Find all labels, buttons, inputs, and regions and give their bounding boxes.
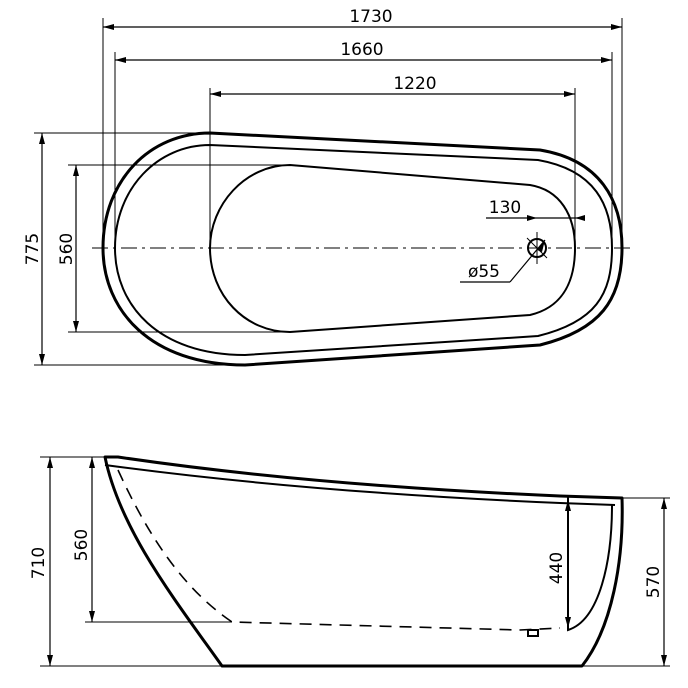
top-view-outer-rim (101, 131, 624, 367)
dimension-560-side: 560 (72, 456, 232, 623)
dimension-label: 710 (29, 547, 49, 579)
dimension-label: 775 (23, 233, 43, 265)
dimension-label: 130 (489, 198, 521, 218)
drain-stub (527, 629, 539, 637)
top-view (92, 131, 630, 367)
dimension-775: 775 (23, 132, 245, 366)
top-view-inner-rim (113, 143, 614, 357)
dimension-label: 440 (547, 552, 567, 584)
side-view (103, 455, 624, 668)
side-view-outer-shell (103, 455, 624, 668)
dimension-1660: 1660 (114, 40, 613, 248)
dimension-label: 1660 (340, 40, 383, 60)
dimension-label: 560 (72, 529, 92, 561)
dimension-label: 1220 (393, 74, 436, 94)
dimension-1220: 1220 (209, 74, 576, 248)
dimension-570: 570 (582, 497, 670, 667)
dimension-440: 440 (547, 500, 571, 628)
dimension-drain-diameter: ø55 (460, 239, 546, 283)
dimension-560-top: 560 (57, 164, 290, 333)
dimension-1730: 1730 (102, 7, 623, 248)
dimension-label: 1730 (349, 7, 392, 27)
dimension-130: 130 (486, 198, 585, 221)
dimension-label: ø55 (468, 262, 500, 282)
dimension-label: 560 (57, 233, 77, 265)
side-view-rim-line (104, 464, 616, 506)
side-view-foot-end-wall (567, 497, 613, 632)
dimension-710: 710 (29, 456, 222, 667)
dimension-label: 570 (644, 566, 664, 598)
side-view-basin-hidden-line (117, 469, 561, 631)
